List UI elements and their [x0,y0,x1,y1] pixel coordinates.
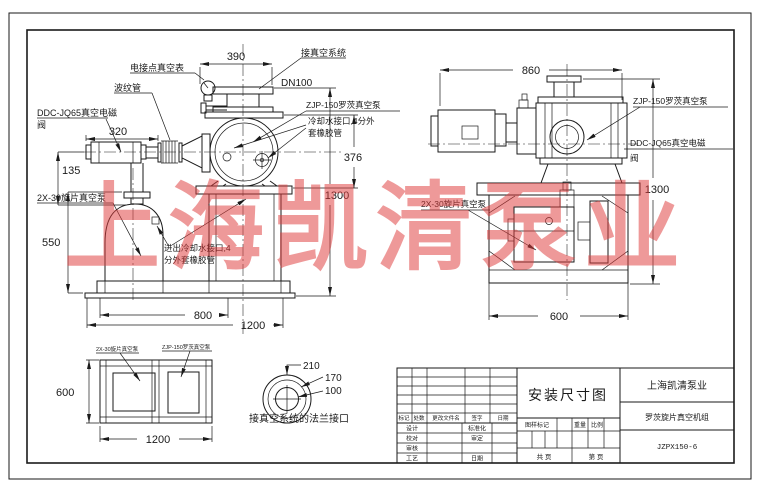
tb-pages-no: 第 页 [589,452,604,461]
title-block-text: 标记 处数 更改文件名 签字 日期 设计 校对 审核 工艺 标准化 审定 日期 … [398,379,709,463]
dim-1200: 1200 [241,320,265,332]
dim-550: 550 [42,237,60,249]
front-view-labels: 电接点真空表 波纹管 DDC-JQ65真空电磁 阀 接真空系统 DN100 ZJ… [37,47,400,265]
side-view-labels: ZJP-150罗茨真空泵 DDC-JQ65真空电磁 阀 2X-30旋片真空泵 [421,96,733,251]
label-solenoid-side-1: DDC-JQ65真空电磁 [630,138,706,148]
tb-standard: 标准化 [468,425,486,433]
label-vane-front: 2X-30旋片真空泵 [37,192,106,203]
dim-1300-front: 1300 [325,190,349,202]
label-roots-plan: ZJP-150罗茨真空泵 [162,343,211,351]
tb-pages-total: 共 页 [537,452,552,461]
tb-product: 罗茨旋片真空机组 [645,412,709,422]
label-flange-detail: 接真空系统的法兰接口 [249,412,349,425]
dim-1300-side: 1300 [645,184,669,196]
label-solenoid-front-1: DDC-JQ65真空电磁 [37,107,117,118]
front-view-centerlines [84,44,342,334]
dim-135: 135 [62,165,80,177]
roots-pump-front [204,86,284,187]
label-vane-side: 2X-30旋片真空泵 [421,199,487,209]
vane-pump-front [104,163,164,281]
flange-detail: 210 170 100 接真空系统的法兰接口 [249,361,349,425]
label-vane-plan: 2X-30旋片真空泵 [96,345,139,353]
label-gauge: 电接点真空表 [130,62,184,73]
vacuum-gauge [200,80,227,114]
tb-count: 处数 [413,414,425,422]
dim-210: 210 [303,361,320,372]
roots-pump-side [535,75,628,184]
dim-100: 100 [325,386,342,397]
tb-scale: 比例 [591,421,603,429]
label-cooling-front-2: 套橡胶管 [308,128,342,138]
tb-file: 更改文件名 [432,414,460,422]
tb-process: 工艺 [406,455,418,463]
motor-side [430,93,537,155]
flange-detail-dimensions: 210 170 100 [285,361,342,398]
tb-approve: 审定 [471,435,483,443]
tb-mark-label: 图样标记 [525,421,549,429]
front-view: 390 320 135 550 376 1300 800 [37,44,400,334]
dim-376: 376 [344,152,362,164]
label-to-vacuum: 接真空系统 [301,47,346,58]
tb-drawing-title: 安装尺寸图 [528,387,608,403]
plan-view-dimensions: 600 1200 [56,359,213,446]
title-block-grid [396,367,735,464]
tb-mark: 标记 [398,414,410,422]
label-solenoid-front-2: 阀 [37,120,46,130]
drawing-border [8,12,752,480]
front-view-dimensions: 390 320 135 550 376 1300 800 [42,51,362,332]
tb-sign: 签字 [471,414,483,422]
label-inout-2: 分外套橡胶管 [164,255,215,265]
label-cooling-front-1: 冷却水接口,4分外 [308,116,375,126]
tb-design: 设计 [406,425,418,433]
label-solenoid-side-2: 阀 [630,153,639,163]
bellows-front [157,133,211,173]
tb-model: JZPX150-6 [657,444,698,452]
tb-date-header: 日期 [497,415,509,422]
tb-company: 上海凯清泵业 [647,379,707,392]
plan-view-frame [99,359,213,424]
dim-600-side: 600 [550,311,568,323]
solenoid-valve-front [85,141,159,164]
label-bellows: 波纹管 [114,82,141,93]
label-roots-side: ZJP-150罗茨真空泵 [633,96,708,106]
plan-view-labels: 2X-30旋片真空泵 ZJP-150罗茨真空泵 [96,343,212,382]
dim-800: 800 [194,310,212,322]
tb-weight: 重量 [574,421,586,429]
side-view-dimensions: 860 1300 600 [439,65,669,323]
plan-view: 600 1200 2X-30旋片真空泵 ZJP-150罗茨真空泵 [56,343,213,446]
dim-600-plan: 600 [56,387,74,399]
base-side [476,182,641,284]
dim-1200-plan: 1200 [146,434,170,446]
vane-pump-side [507,181,609,264]
title-block: 标记 处数 更改文件名 签字 日期 设计 校对 审核 工艺 标准化 审定 日期 … [396,367,735,464]
label-inout-1: 进出冷却水接口,4 [164,243,231,253]
tb-check: 校对 [406,435,418,443]
side-view: 860 1300 600 ZJP-150罗茨真空泵 DDC-JQ65真空电磁 阀… [421,64,733,323]
dim-390: 390 [227,51,245,63]
side-view-centerlines [428,64,638,300]
pump-base-front [84,185,296,299]
tb-date: 日期 [471,455,483,463]
dim-860: 860 [522,65,540,77]
dim-170: 170 [325,373,342,384]
tb-review: 审核 [406,445,418,453]
label-roots-front: ZJP-150罗茨真空泵 [306,100,381,110]
label-dn100: DN100 [281,78,313,89]
